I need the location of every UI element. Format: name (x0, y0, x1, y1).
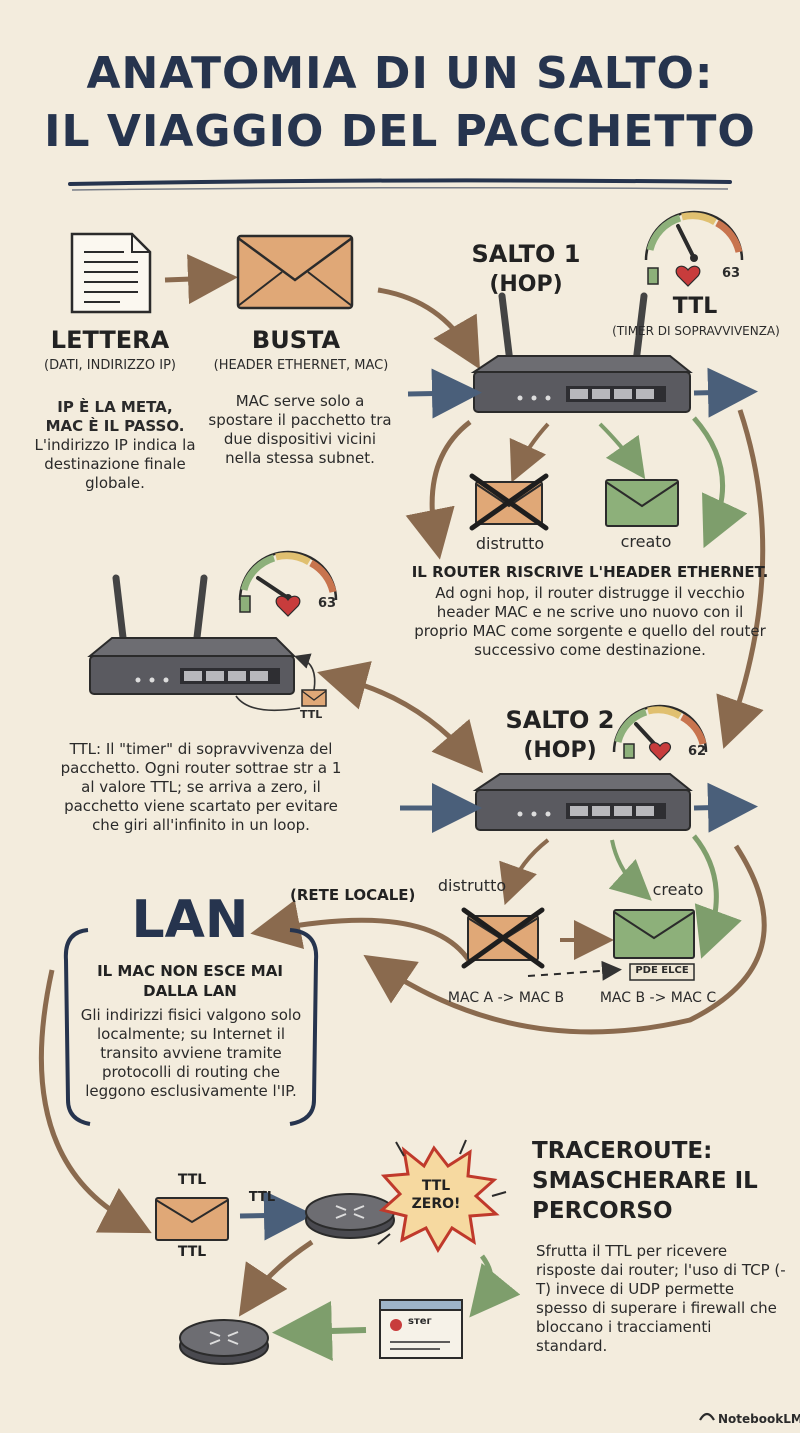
fuel-icon (239, 595, 251, 613)
hop2-mac-old: MAC A -> MAC B (447, 990, 565, 1006)
traceroute-ttl-top: TTL (177, 1172, 207, 1188)
window-icon (379, 1299, 463, 1359)
page-title-line2: IL VIAGGIO DEL PACCHETTO (44, 106, 756, 157)
destroyed-envelope-icon (469, 473, 549, 531)
burst-icon (378, 1145, 500, 1253)
rewrite-heading: IL ROUTER RISCRIVE L'HEADER ETHERNET. (411, 563, 769, 581)
lan-bracket-left (63, 928, 91, 1126)
burst-line1: TTL (421, 1178, 451, 1194)
page-title-line1: ANATOMIA DI UN SALTO: (86, 48, 714, 99)
lan-heading-line2: DALLA LAN (143, 982, 237, 1000)
small-envelope-icon (301, 689, 327, 707)
hop1-label: SALTO 1 (471, 240, 581, 268)
hop1-destroyed: distrutto (475, 534, 545, 553)
heart-icon (275, 595, 301, 617)
fuel-icon (647, 267, 659, 285)
lettera-sub: (DATI, INDIRIZZO IP) (44, 358, 176, 373)
document-icon (70, 232, 152, 314)
destroyed-envelope-icon (461, 907, 545, 969)
router-icon (472, 773, 693, 831)
lettera-note-line2: MAC È IL PASSO. (45, 417, 185, 435)
router-icon (470, 292, 693, 413)
rewrite-body: Ad ogni hop, il router distrugge il vecc… (414, 584, 766, 659)
burst-line2: ZERO! (411, 1196, 461, 1212)
notebooklm-logo-icon (699, 1412, 715, 1421)
gauge-icon (612, 704, 708, 754)
hop1-ttl-label: TTL (672, 294, 718, 319)
hop1-created: creato (620, 532, 672, 551)
envelope-icon (155, 1197, 229, 1241)
hop2-sub: (HOP) (523, 738, 597, 763)
router-puck-icon (179, 1319, 269, 1365)
lan-sub: (RETE LOCALE) (290, 886, 416, 904)
lan-body: Gli indirizzi fisici valgono solo localm… (80, 1006, 302, 1100)
lan-bracket-right (289, 928, 319, 1126)
created-envelope-icon (613, 909, 695, 959)
traceroute-body: Sfrutta il TTL per ricevere risposte dai… (536, 1242, 786, 1355)
lettera-label: LETTERA (50, 326, 170, 354)
title-underline (68, 178, 732, 186)
hop2-label: SALTO 2 (505, 706, 615, 734)
gauge-icon (238, 550, 338, 602)
hop2-created: creato (652, 880, 704, 899)
lan-heading-line1: IL MAC NON ESCE MAI (97, 962, 283, 980)
traceroute-heading-line1: TRACEROUTE: (532, 1138, 713, 1164)
hop1-sub: (HOP) (489, 272, 563, 297)
heart-icon (675, 265, 701, 287)
lettera-note-line1: IP È LA META, (57, 398, 173, 416)
router-puck-icon (305, 1193, 395, 1239)
traceroute-heading-line2: SMASCHERARE IL (532, 1168, 758, 1194)
hop2-ttl-value: 62 (688, 744, 707, 759)
lan-label: LAN (131, 890, 249, 950)
hop2-destroyed: distrutto (437, 876, 507, 895)
envelope-icon (236, 234, 354, 310)
lettera-note-body: L'indirizzo IP indica la destinazione fi… (34, 436, 196, 492)
traceroute-heading-line3: PERCORSO (532, 1198, 673, 1224)
created-envelope-icon (605, 479, 679, 527)
router-left-ttl-value: 63 (318, 596, 337, 611)
ttl-note: TTL: Il "timer" di sopravvivenza del pac… (60, 740, 342, 834)
footer-brand: NotebookLM (718, 1412, 800, 1426)
router-icon (87, 574, 297, 695)
busta-label: BUSTA (251, 326, 341, 354)
busta-note: MAC serve solo a spostare il pacchetto t… (208, 392, 392, 467)
traceroute-ttl-bottom: TTL (177, 1244, 207, 1260)
busta-sub: (HEADER ETHERNET, MAC) (213, 358, 389, 373)
heart-icon (648, 742, 672, 761)
hop1-ttl-value: 63 (722, 266, 741, 281)
traceroute-ttl-arrow: TTL (248, 1190, 276, 1205)
gauge-icon (644, 210, 744, 262)
fuel-icon (623, 743, 635, 759)
router-left-tag: TTL (300, 708, 323, 721)
hop2-mac-new: MAC B -> MAC C (599, 990, 717, 1006)
hop2-tag: PDE ELCE (635, 965, 689, 976)
hop1-ttl-sub: (TIMER DI SOPRAVVIVENZA) (612, 324, 780, 338)
window-text: sтег (408, 1316, 432, 1327)
